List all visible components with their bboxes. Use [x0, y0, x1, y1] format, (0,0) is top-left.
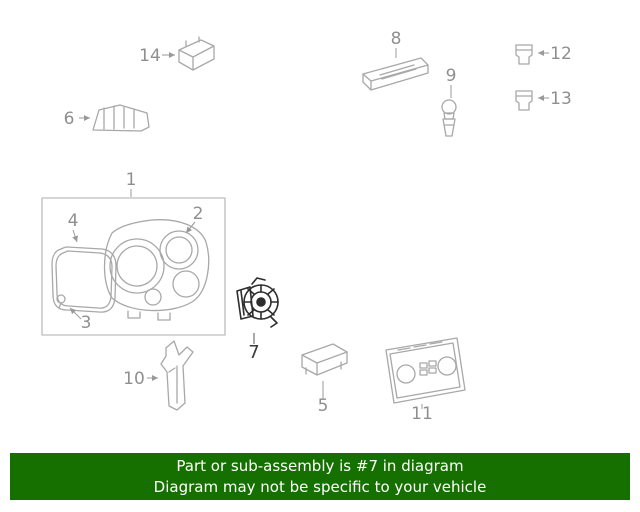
part-1-box: [41, 197, 226, 336]
notice-banner: Part or sub-assembly is #7 in diagram Di…: [10, 453, 630, 500]
notice-banner-line1: Part or sub-assembly is #7 in diagram: [176, 456, 464, 475]
part-6-drawing: [92, 104, 150, 132]
part-label-14: 14: [139, 46, 161, 66]
leader-lines: [69, 48, 549, 409]
part-label-2: 2: [193, 204, 204, 224]
part-label-13: 13: [550, 89, 572, 109]
part-label-12: 12: [550, 44, 572, 64]
part-10-drawing: [160, 340, 194, 411]
part-label-5: 5: [318, 396, 329, 416]
part-label-6: 6: [64, 109, 75, 129]
part-label-9: 9: [446, 66, 457, 86]
part-label-8: 8: [391, 29, 402, 49]
part-12-drawing: [515, 44, 533, 65]
part-4-drawing: [51, 246, 117, 313]
part-label-11: 11: [411, 404, 433, 424]
part-11-drawing: [385, 337, 466, 404]
part-label-7: 7: [248, 342, 259, 363]
part-13-drawing: [515, 90, 533, 111]
notice-banner-line2: Diagram may not be specific to your vehi…: [153, 477, 487, 496]
part-label-1: 1: [126, 170, 137, 190]
part-8-drawing: [362, 57, 429, 91]
part-label-10: 10: [123, 369, 145, 389]
part-14-drawing: [178, 36, 215, 71]
part-3-drawing: [56, 294, 66, 309]
part-label-3: 3: [81, 313, 92, 333]
part-2-drawing: [103, 219, 210, 321]
part-label-4: 4: [68, 211, 79, 231]
part-7-drawing-highlighted: [236, 277, 279, 328]
part-5-drawing: [301, 343, 348, 376]
part-9-drawing: [441, 99, 457, 137]
